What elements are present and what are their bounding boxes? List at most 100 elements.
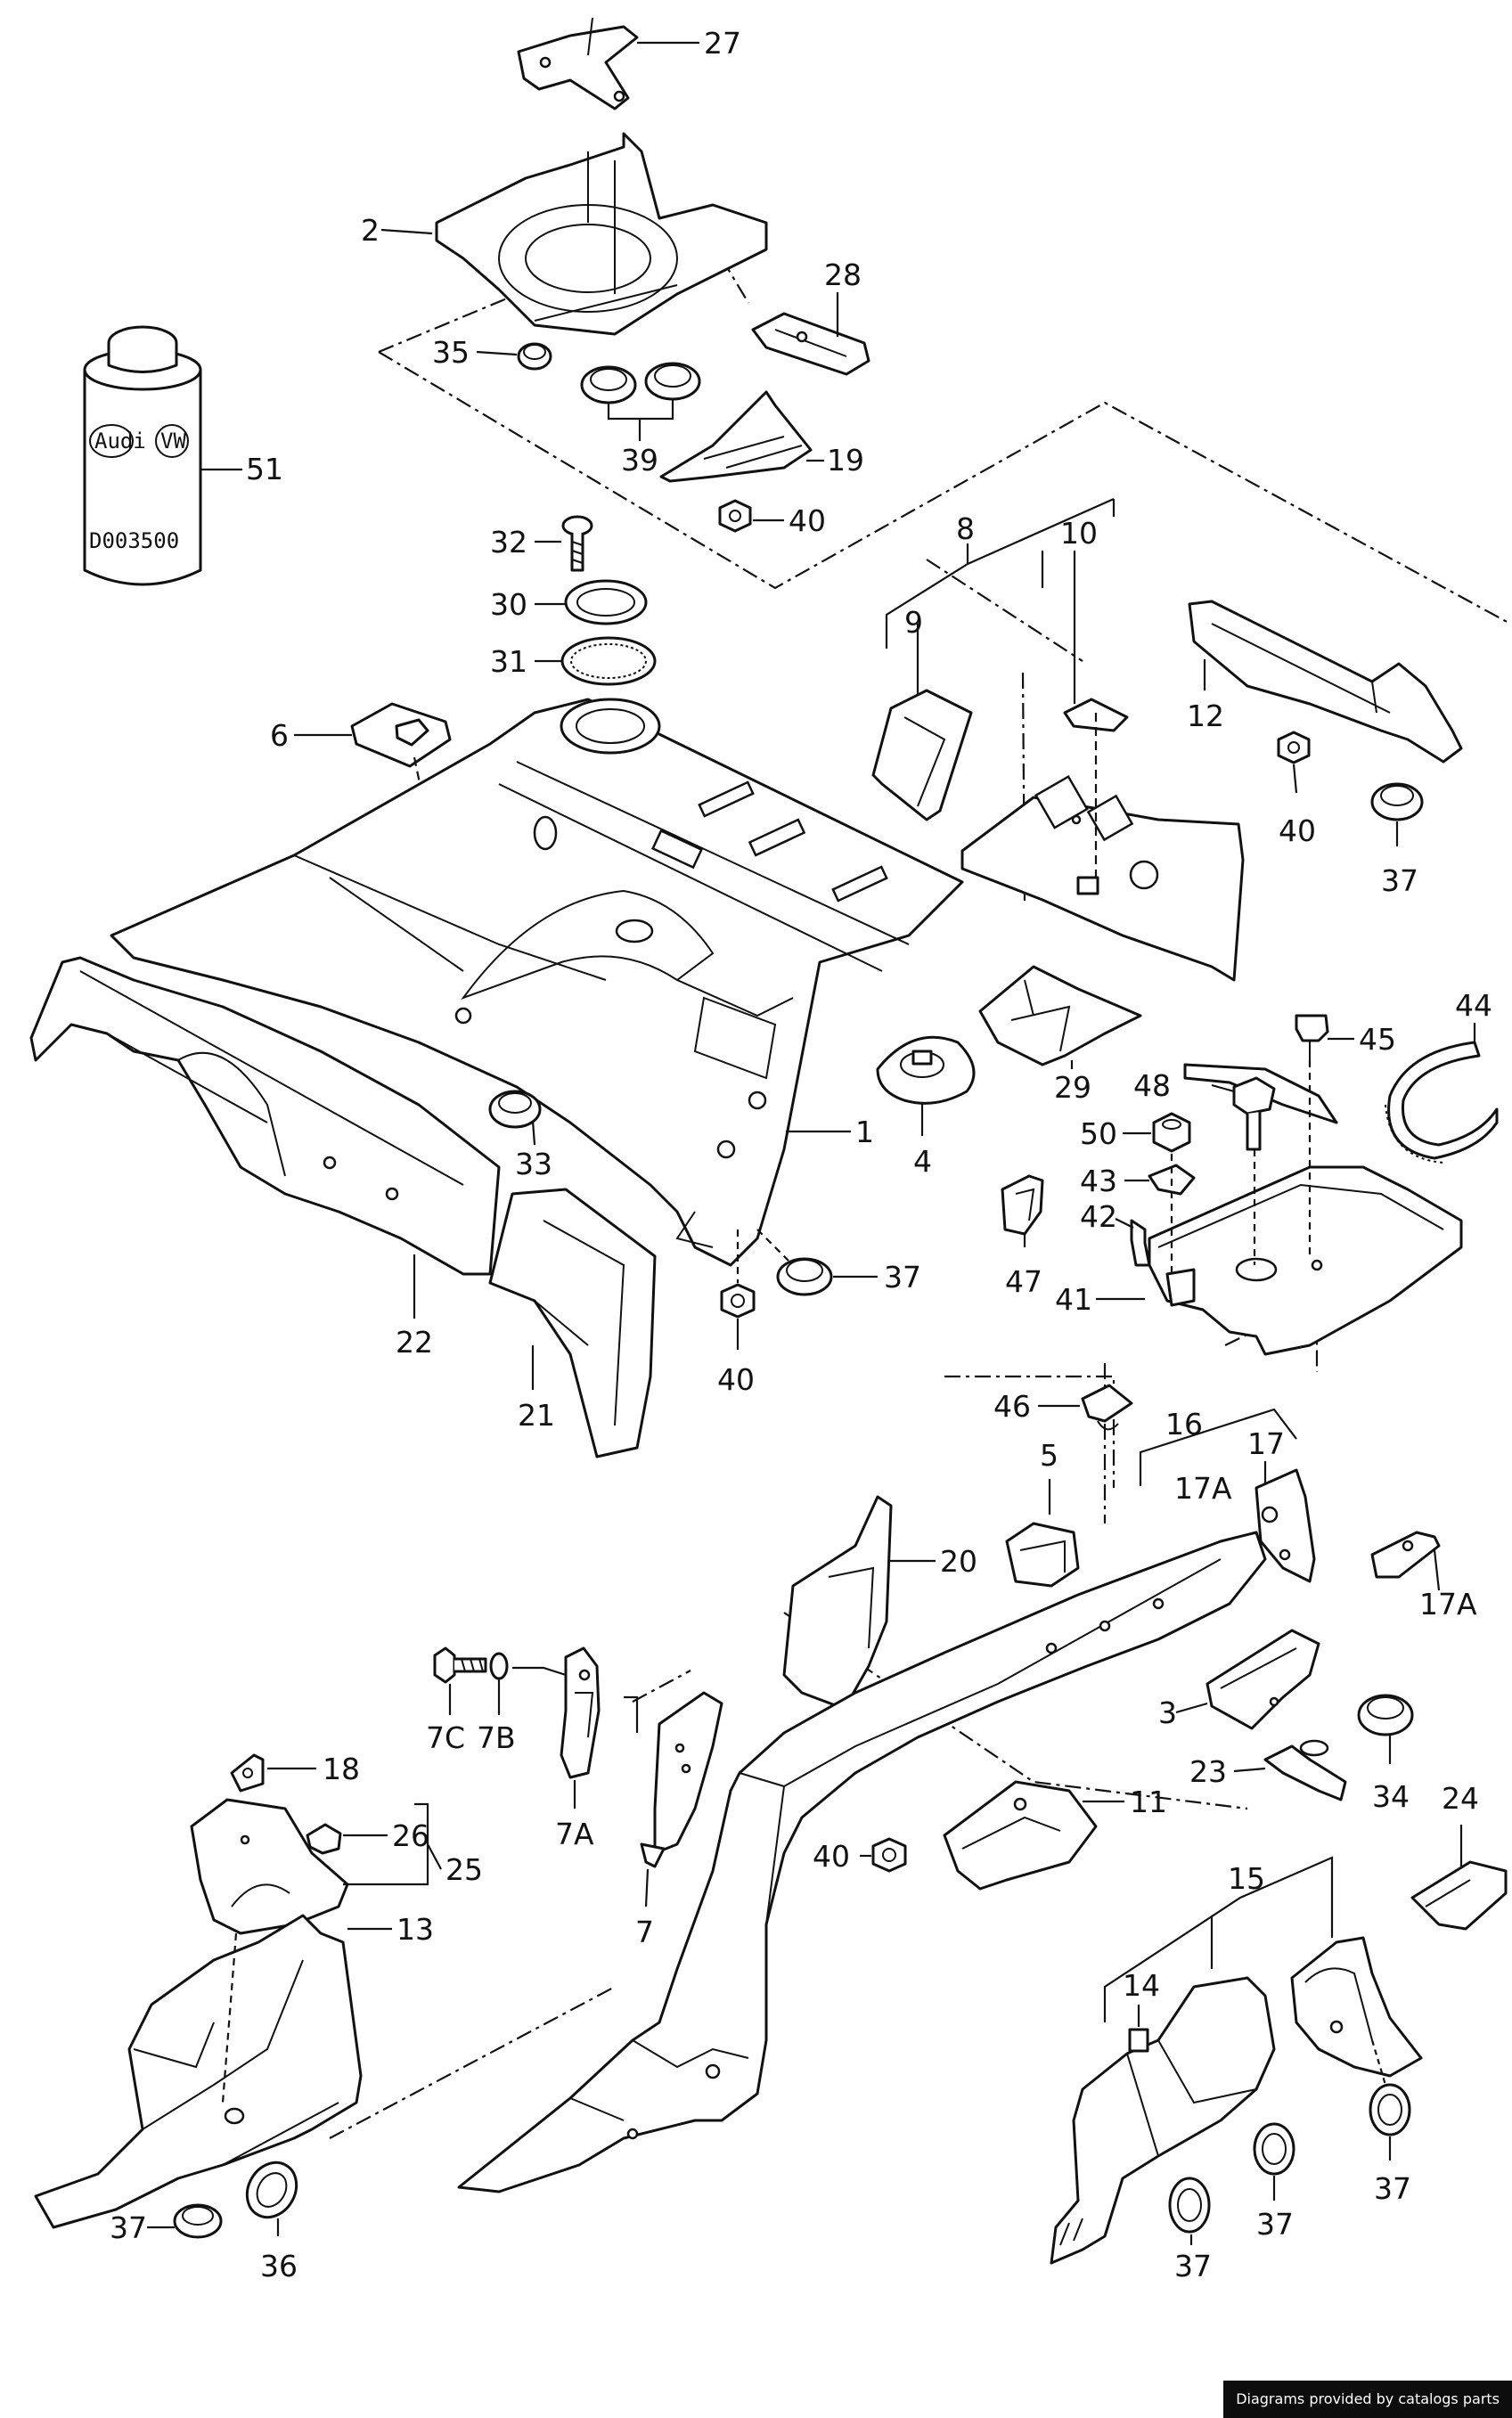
part-41-floor-tray xyxy=(1148,1165,1463,1356)
part-4-spring-seat xyxy=(876,1035,976,1105)
part-37-grommet-rear-b xyxy=(1253,2122,1295,2176)
part-15-panel xyxy=(1290,1936,1423,2078)
callout-7B: 7B xyxy=(477,1720,516,1755)
callout-48: 48 xyxy=(1133,1068,1171,1103)
part-20-panel xyxy=(782,1495,893,1708)
callout-45: 45 xyxy=(1359,1022,1396,1057)
callout-40-center: 40 xyxy=(717,1362,755,1397)
callout-40-top: 40 xyxy=(789,503,826,538)
callout-37-rear-a: 37 xyxy=(1174,2249,1212,2283)
callout-34: 34 xyxy=(1372,1779,1410,1814)
callout-2: 2 xyxy=(361,213,380,248)
part-31-gasket xyxy=(560,636,657,686)
callout-12: 12 xyxy=(1187,698,1224,733)
part-37-grommet-lower-left xyxy=(173,2203,223,2239)
callout-28: 28 xyxy=(824,257,862,292)
part-44-tape-roll xyxy=(1385,1041,1499,1164)
part-3-bracket xyxy=(1206,1629,1320,1730)
callout-43: 43 xyxy=(1080,1164,1117,1198)
part-9-bracket xyxy=(871,689,973,821)
part-2-spare-wheel-well xyxy=(435,132,768,336)
part-18-clip xyxy=(230,1753,265,1793)
callout-20: 20 xyxy=(940,1544,977,1579)
part-28-bracket xyxy=(751,312,870,376)
callout-21: 21 xyxy=(518,1398,555,1433)
part-30-washer xyxy=(564,579,648,625)
part-7-bracket xyxy=(640,1691,723,1868)
callout-10: 10 xyxy=(1060,516,1098,551)
callout-51: 51 xyxy=(246,452,283,486)
callout-24: 24 xyxy=(1442,1781,1479,1816)
callout-50: 50 xyxy=(1080,1116,1117,1151)
part-17A-plate xyxy=(1370,1531,1441,1579)
callout-35: 35 xyxy=(432,335,470,370)
callout-7: 7 xyxy=(635,1915,654,1949)
can-logo-audi: Audi xyxy=(94,429,146,453)
callout-15: 15 xyxy=(1228,1861,1265,1896)
callout-16: 16 xyxy=(1165,1407,1203,1442)
callout-9: 9 xyxy=(904,605,923,640)
callout-36: 36 xyxy=(260,2249,298,2283)
part-19-panel xyxy=(659,390,813,483)
callout-18: 18 xyxy=(323,1752,360,1786)
part-17-plate xyxy=(1255,1468,1316,1583)
part-40-nut-center xyxy=(720,1283,756,1319)
callout-37-lower-left: 37 xyxy=(110,2210,147,2245)
callout-37-rear-b: 37 xyxy=(1256,2207,1294,2242)
callout-17: 17 xyxy=(1247,1426,1285,1461)
callout-7A: 7A xyxy=(555,1817,594,1851)
callout-37-right: 37 xyxy=(1381,863,1418,898)
part-35-grommet xyxy=(517,342,552,371)
callout-19: 19 xyxy=(827,443,864,478)
callout-31: 31 xyxy=(490,644,527,679)
part-37-grommet-center xyxy=(776,1257,833,1296)
callout-11: 11 xyxy=(1130,1785,1167,1819)
part-50-nut xyxy=(1152,1112,1191,1153)
part-32-screw xyxy=(561,515,593,572)
callout-1: 1 xyxy=(855,1115,874,1149)
part-37-grommet-rear-a xyxy=(1168,2177,1211,2234)
front-long-member xyxy=(457,1531,1267,2193)
callout-47: 47 xyxy=(1005,1264,1042,1299)
part-40-nut-lower xyxy=(871,1837,907,1873)
part-21-pillar xyxy=(488,1188,657,1458)
part-37-grommet-rear-c xyxy=(1369,2083,1411,2136)
part-45-clip xyxy=(1295,1014,1329,1060)
callout-40-lower: 40 xyxy=(813,1839,850,1874)
callout-7C: 7C xyxy=(426,1720,465,1755)
part-5-bracket xyxy=(1005,1522,1080,1588)
part-40-nut-top xyxy=(718,499,752,533)
callout-8: 8 xyxy=(956,511,975,546)
can-logo-vw: VW xyxy=(160,429,186,453)
part-11-bracket xyxy=(943,1780,1098,1891)
callout-41: 41 xyxy=(1055,1282,1092,1317)
callout-25: 25 xyxy=(445,1852,483,1887)
callout-17A-center: 17A xyxy=(1174,1471,1232,1506)
callout-44: 44 xyxy=(1455,988,1492,1023)
part-26-pad xyxy=(306,1823,342,1855)
part-39-grommets xyxy=(580,362,701,404)
callout-46: 46 xyxy=(993,1389,1031,1424)
callout-3: 3 xyxy=(1158,1695,1177,1730)
callout-22: 22 xyxy=(396,1325,433,1360)
part-37-grommet-right xyxy=(1370,782,1424,821)
part-7B-washer xyxy=(489,1652,509,1680)
callout-17A-right: 17A xyxy=(1419,1587,1477,1622)
part-14-wheelhouse-rear xyxy=(1050,1976,1276,2265)
part-7C-bolt xyxy=(433,1646,487,1684)
callout-5: 5 xyxy=(1040,1438,1058,1473)
part-36-grommet xyxy=(245,2161,298,2219)
can-code: D003500 xyxy=(89,528,179,553)
callout-23: 23 xyxy=(1189,1754,1227,1789)
part-7A-bracket xyxy=(560,1646,601,1779)
part-25-panel xyxy=(190,1798,349,1935)
callout-27: 27 xyxy=(704,26,741,61)
part-42-bracket xyxy=(1130,1219,1151,1267)
callout-13: 13 xyxy=(396,1912,434,1947)
part-23-bracket xyxy=(1263,1739,1347,1801)
callout-26: 26 xyxy=(392,1818,429,1853)
part-6-mount xyxy=(350,702,452,768)
part-29-mount xyxy=(978,965,1142,1066)
callout-37-rear-c: 37 xyxy=(1374,2171,1411,2206)
